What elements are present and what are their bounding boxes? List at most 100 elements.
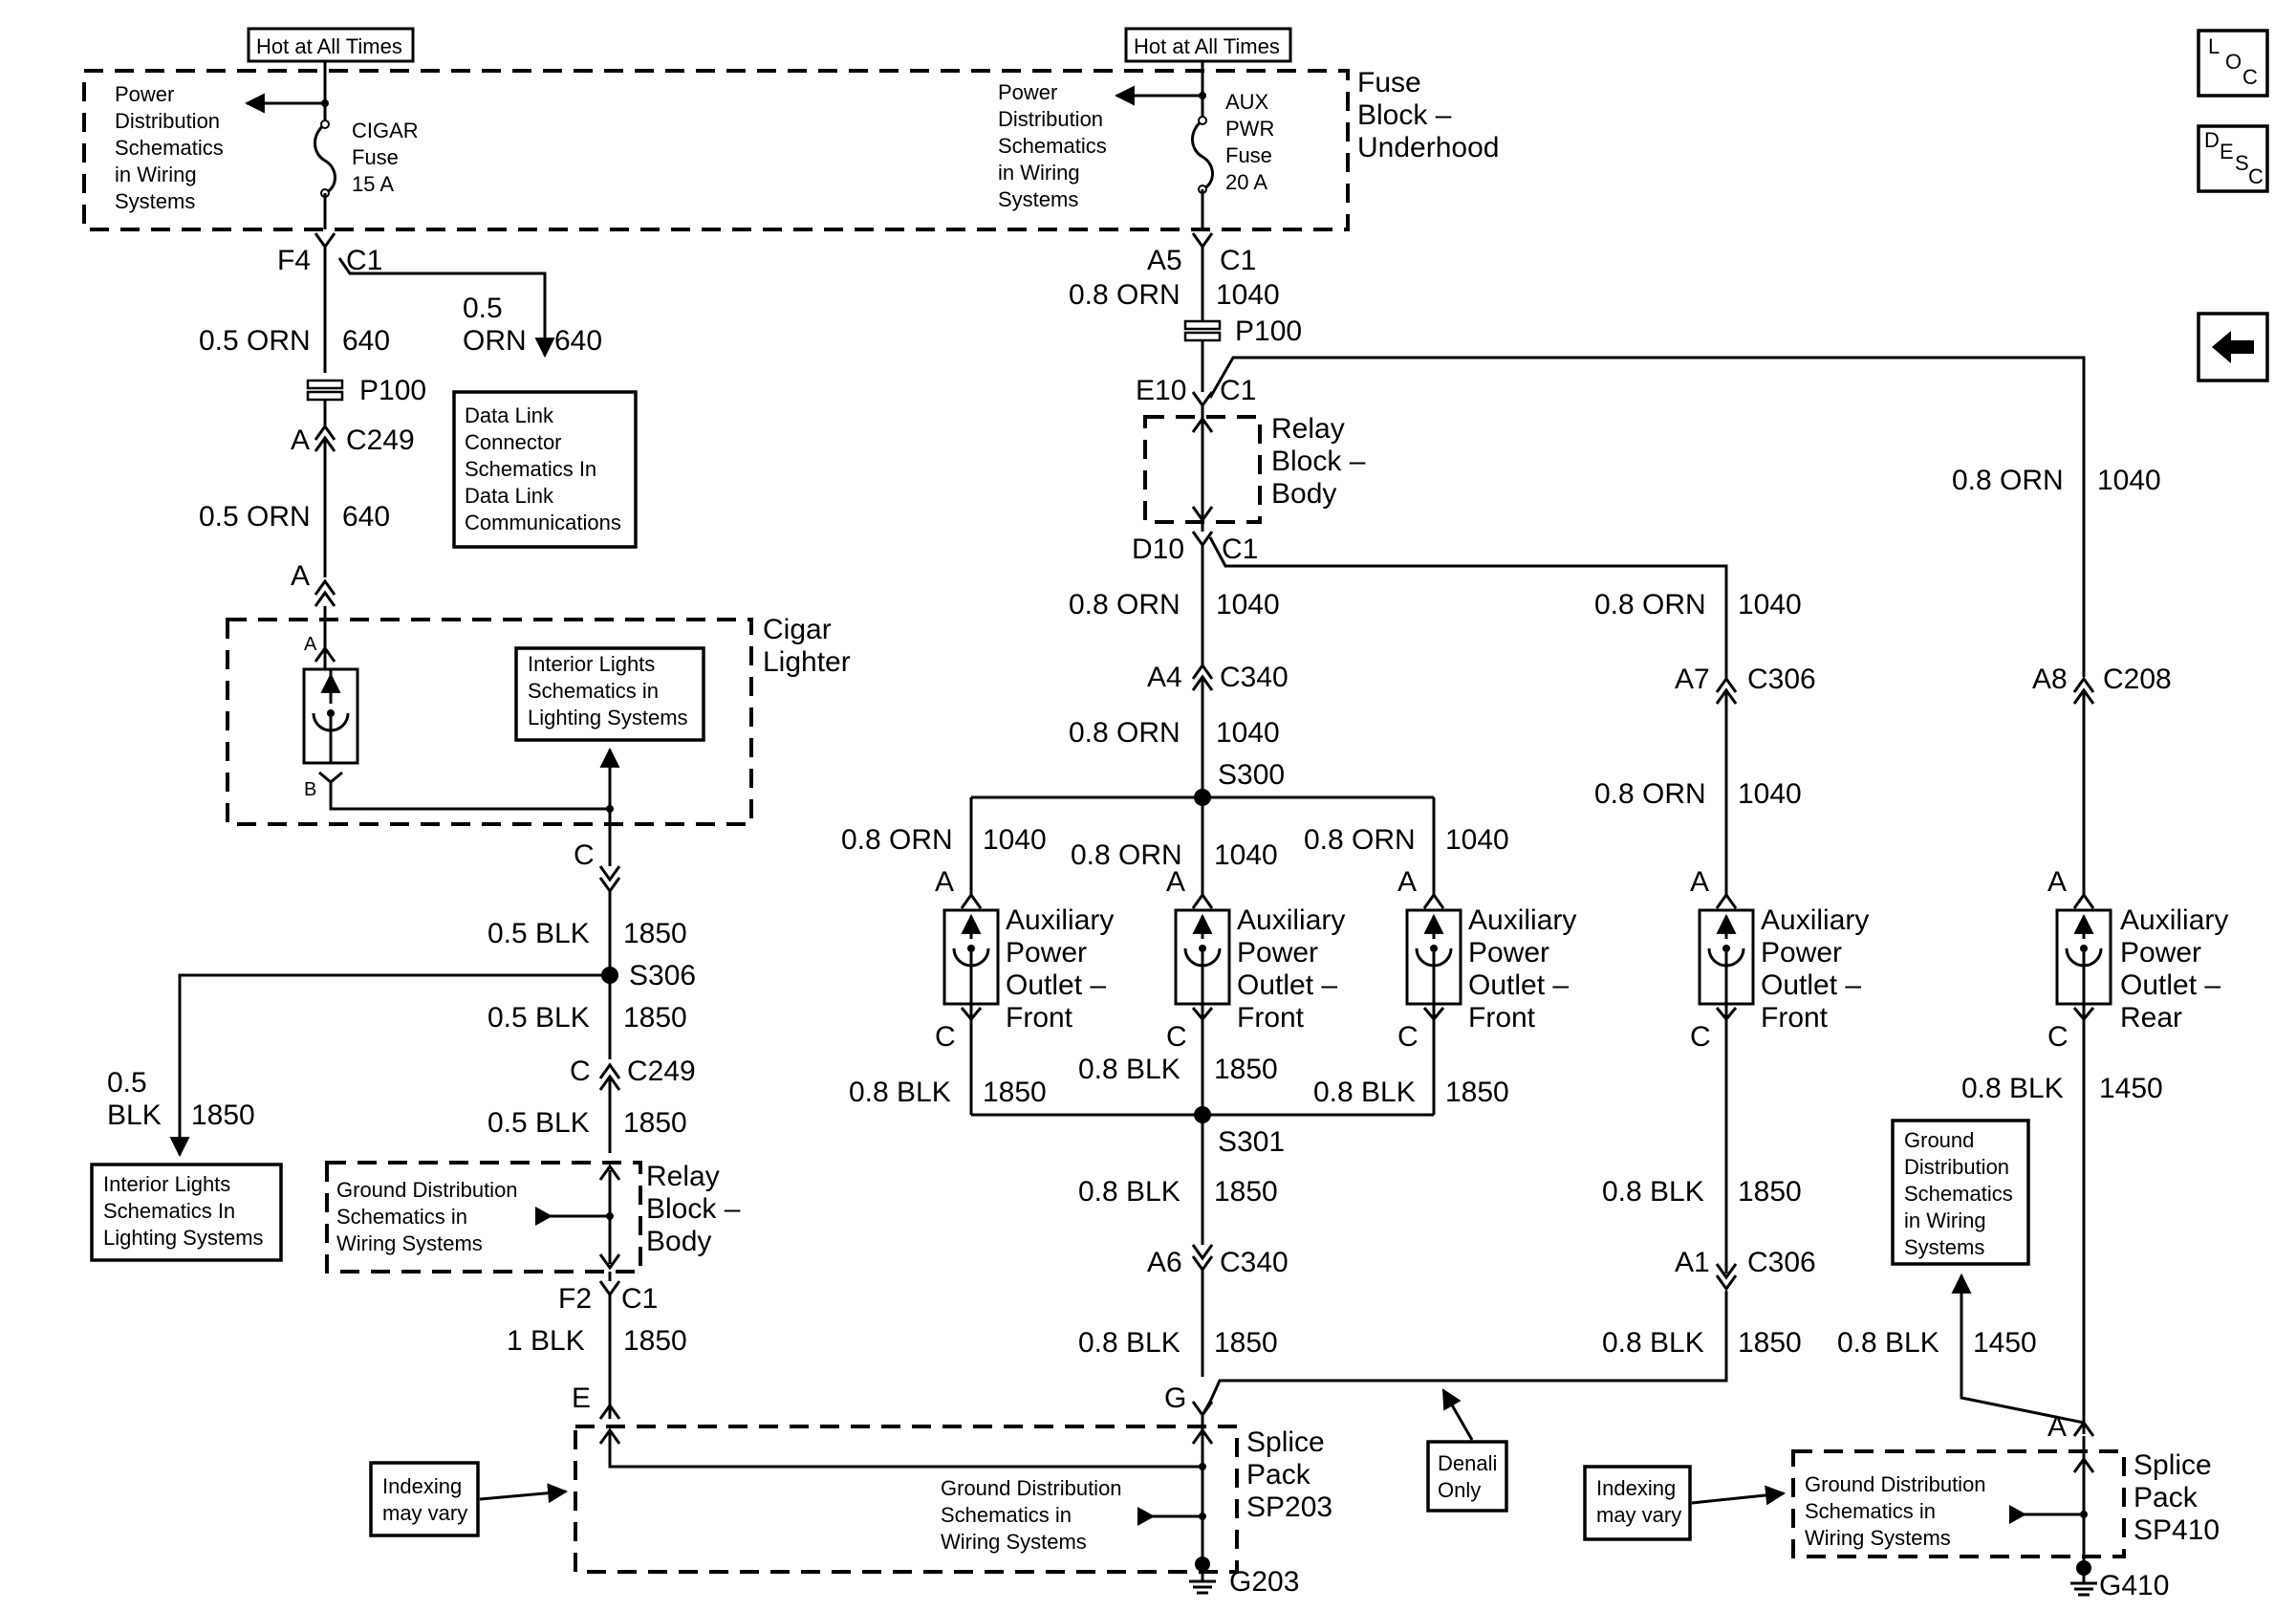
svg-text:Power: Power — [115, 82, 174, 106]
svg-text:1 BLK: 1 BLK — [507, 1325, 585, 1357]
svg-text:1850: 1850 — [1738, 1327, 1802, 1359]
hot-at-all-times-label-right: Hot at All Times — [1124, 27, 1292, 63]
svg-text:640: 640 — [342, 501, 390, 533]
svg-text:C1: C1 — [1222, 533, 1258, 565]
relay-block-body-lower-label: Relay Block – Body — [646, 1161, 741, 1257]
back-button[interactable] — [2197, 312, 2269, 382]
svg-text:Systems: Systems — [998, 187, 1078, 211]
cigar-fuse-label: CIGAR Fuse 15 A — [352, 119, 419, 196]
svg-text:C249: C249 — [627, 1056, 696, 1087]
svg-text:C306: C306 — [1747, 1247, 1816, 1278]
svg-text:Ground Distribution: Ground Distribution — [1805, 1472, 1986, 1496]
splice-s306: S306 — [601, 960, 696, 991]
splice-pack-sp203-label: Splice Pack SP203 — [1246, 1426, 1332, 1523]
svg-text:A: A — [2047, 866, 2067, 898]
svg-text:Lighter: Lighter — [763, 646, 851, 678]
svg-text:D: D — [2204, 128, 2220, 152]
svg-text:1850: 1850 — [623, 1002, 687, 1034]
svg-text:S306: S306 — [629, 960, 696, 991]
svg-text:A8: A8 — [2032, 664, 2068, 695]
splice-pack-sp203-box — [574, 1425, 1239, 1574]
power-distribution-ref-right: Power Distribution Schematics in Wiring … — [998, 80, 1107, 211]
svg-text:A: A — [2047, 1411, 2067, 1443]
relay-block-body-center-label: Relay Block – Body — [1271, 413, 1366, 510]
svg-text:C: C — [570, 1056, 591, 1087]
ground-g203: G203 — [1189, 1557, 1299, 1598]
cigar-lighter-element — [302, 667, 359, 765]
svg-text:G410: G410 — [2099, 1570, 2169, 1601]
svg-text:Outlet –: Outlet – — [1761, 969, 1861, 1001]
cigar-fuse — [314, 103, 336, 229]
svg-text:D10: D10 — [1132, 533, 1184, 565]
svg-text:Power: Power — [1237, 937, 1318, 969]
ground-distribution-ref-right: Ground Distribution Schematics in Wiring… — [1891, 1119, 2030, 1266]
svg-text:1850: 1850 — [191, 1099, 255, 1131]
svg-text:C1: C1 — [1220, 375, 1256, 406]
svg-text:Front: Front — [1761, 1002, 1829, 1034]
svg-text:1850: 1850 — [1445, 1077, 1509, 1108]
svg-text:Cigar: Cigar — [763, 614, 832, 645]
p100-pass-through-left: P100 — [306, 375, 426, 406]
svg-text:Schematics in: Schematics in — [1805, 1499, 1936, 1523]
svg-text:Ground Distribution: Ground Distribution — [336, 1178, 518, 1202]
left-arrow-icon — [2212, 331, 2254, 363]
svg-text:Interior Lights: Interior Lights — [528, 652, 655, 676]
ground-distribution-ref-sp203: Ground Distribution Schematics in Wiring… — [941, 1476, 1122, 1554]
svg-text:0.5: 0.5 — [107, 1067, 147, 1099]
svg-text:S: S — [2235, 151, 2249, 175]
splice-pack-sp410-label: Splice Pack SP410 — [2134, 1449, 2220, 1546]
svg-text:G203: G203 — [1229, 1566, 1299, 1598]
svg-text:Schematics in: Schematics in — [941, 1503, 1072, 1527]
svg-text:Pack: Pack — [2134, 1482, 2199, 1513]
location-button[interactable]: L O C — [2197, 29, 2269, 98]
svg-text:Schematics: Schematics — [998, 134, 1107, 158]
svg-text:Fuse: Fuse — [1225, 143, 1272, 167]
svg-text:Wiring Systems: Wiring Systems — [1805, 1526, 1951, 1550]
svg-text:15 A: 15 A — [352, 172, 394, 196]
svg-text:0.8 BLK: 0.8 BLK — [1313, 1077, 1416, 1108]
svg-text:0.5: 0.5 — [463, 293, 503, 324]
svg-text:S300: S300 — [1218, 759, 1285, 791]
svg-text:C249: C249 — [346, 425, 415, 456]
svg-text:Only: Only — [1438, 1478, 1481, 1502]
svg-text:Schematics In: Schematics In — [103, 1199, 235, 1223]
svg-text:Ground: Ground — [1904, 1128, 1974, 1152]
svg-text:Outlet –: Outlet – — [1006, 969, 1106, 1001]
svg-text:Distribution: Distribution — [115, 109, 220, 133]
svg-text:Connector: Connector — [465, 430, 562, 454]
svg-text:Relay: Relay — [646, 1161, 720, 1192]
svg-text:C: C — [1397, 1021, 1419, 1053]
data-link-connector-ref: Data Link Connector Schematics In Data L… — [452, 390, 638, 549]
splice-s301: S301 — [1194, 1106, 1285, 1158]
svg-text:in Wiring: in Wiring — [115, 163, 197, 186]
svg-text:Pack: Pack — [1246, 1459, 1311, 1491]
svg-text:P100: P100 — [1235, 316, 1302, 347]
aux-power-outlet-front-3: A C Auxiliary Power Outlet – Front — [1397, 866, 1576, 1053]
svg-text:Relay: Relay — [1271, 413, 1345, 445]
svg-text:Outlet –: Outlet – — [1237, 969, 1337, 1001]
svg-text:Lighting Systems: Lighting Systems — [528, 706, 688, 729]
description-button[interactable]: D E S C — [2197, 124, 2269, 193]
svg-text:A: A — [1166, 866, 1185, 898]
svg-text:P100: P100 — [359, 375, 426, 406]
svg-text:1040: 1040 — [1738, 778, 1802, 810]
svg-text:A: A — [1397, 866, 1417, 898]
svg-text:1450: 1450 — [2099, 1073, 2163, 1104]
svg-text:A1: A1 — [1675, 1247, 1710, 1278]
svg-text:Schematics: Schematics — [1904, 1182, 2013, 1206]
svg-text:0.5 ORN: 0.5 ORN — [199, 501, 311, 533]
svg-text:1850: 1850 — [1214, 1176, 1278, 1208]
svg-text:Data Link: Data Link — [465, 484, 554, 508]
svg-text:C: C — [2242, 65, 2258, 89]
svg-text:1850: 1850 — [623, 918, 687, 949]
svg-text:C: C — [2047, 1021, 2069, 1053]
svg-text:Auxiliary: Auxiliary — [1761, 904, 1869, 936]
svg-text:0.5 BLK: 0.5 BLK — [487, 1002, 590, 1034]
svg-text:0.8 ORN: 0.8 ORN — [1071, 839, 1182, 871]
svg-text:CIGAR: CIGAR — [352, 119, 419, 142]
svg-text:0.8 BLK: 0.8 BLK — [1837, 1327, 1939, 1359]
svg-text:Communications: Communications — [465, 511, 621, 534]
svg-text:Indexing: Indexing — [1596, 1476, 1676, 1500]
svg-text:A4: A4 — [1147, 662, 1182, 693]
svg-text:C340: C340 — [1220, 1247, 1289, 1278]
